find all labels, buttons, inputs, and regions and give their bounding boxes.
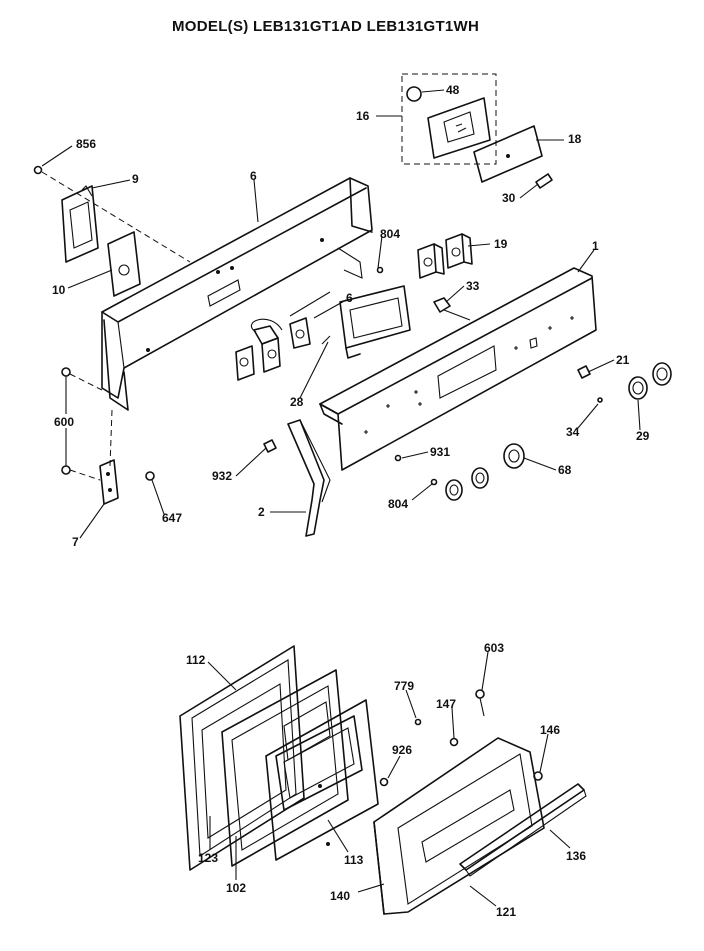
callout-147: 147 xyxy=(436,697,456,711)
door-panel-113 xyxy=(265,699,379,861)
callout-21: 21 xyxy=(616,353,630,367)
callout-6-backguard: 6 xyxy=(250,169,257,183)
side-bracket xyxy=(61,185,99,263)
callout-6-switches: 6 xyxy=(346,291,353,305)
callout-146: 146 xyxy=(540,723,560,737)
knob-30 xyxy=(535,173,553,189)
part-33 xyxy=(433,297,471,321)
callout-926: 926 xyxy=(392,743,412,757)
burner-knobs xyxy=(445,362,672,501)
callout-804-lower: 804 xyxy=(388,497,408,511)
callout-647: 647 xyxy=(162,511,182,525)
control-panel xyxy=(319,267,597,471)
callout-33: 33 xyxy=(466,279,480,293)
door-front-121 xyxy=(373,737,545,915)
screw-804-upper xyxy=(376,266,384,274)
callout-779: 779 xyxy=(394,679,414,693)
callout-34: 34 xyxy=(566,425,580,439)
callout-9: 9 xyxy=(132,172,139,186)
callout-136: 136 xyxy=(566,849,586,863)
callout-48: 48 xyxy=(446,83,460,97)
bracket-7 xyxy=(99,459,119,505)
end-trim xyxy=(287,419,331,537)
callout-603: 603 xyxy=(484,641,504,655)
callout-7: 7 xyxy=(72,535,79,549)
callout-16: 16 xyxy=(356,109,370,123)
callout-931: 931 xyxy=(430,445,450,459)
callout-123: 123 xyxy=(198,851,218,865)
callout-121: 121 xyxy=(496,905,516,919)
callout-113: 113 xyxy=(344,853,364,867)
callout-19: 19 xyxy=(494,237,508,251)
clock-module-group xyxy=(401,73,497,165)
callout-856: 856 xyxy=(76,137,96,151)
door-handle-136 xyxy=(459,783,587,877)
backguard-panel xyxy=(101,177,373,411)
callout-18: 18 xyxy=(568,132,582,146)
callout-600: 600 xyxy=(54,415,74,429)
leader-lines xyxy=(41,89,641,907)
callout-102: 102 xyxy=(226,881,246,895)
frame-28 xyxy=(321,285,411,359)
infinite-switches xyxy=(417,233,473,279)
callout-112: 112 xyxy=(186,653,206,667)
callout-labels: 856 9 6 10 16 48 18 30 804 19 1 33 6 28 … xyxy=(52,83,650,919)
bracket-plate xyxy=(107,231,141,297)
callout-28: 28 xyxy=(290,395,304,409)
screw-856 xyxy=(33,165,191,263)
small-screws xyxy=(61,367,603,486)
insulation-102 xyxy=(221,669,349,867)
door-screws xyxy=(379,689,543,787)
diagram-title: MODEL(S) LEB131GT1AD LEB131GT1WH xyxy=(172,18,480,35)
callout-804-upper: 804 xyxy=(380,227,400,241)
callout-29: 29 xyxy=(636,429,650,443)
callout-30: 30 xyxy=(502,191,516,205)
switch-cluster xyxy=(235,291,331,381)
callout-10: 10 xyxy=(52,283,66,297)
callout-932: 932 xyxy=(212,469,232,483)
callout-2: 2 xyxy=(258,505,265,519)
callout-140: 140 xyxy=(330,889,350,903)
clock-lens xyxy=(473,125,543,183)
callout-1: 1 xyxy=(592,239,599,253)
door-frame-112 xyxy=(179,645,305,871)
callout-68: 68 xyxy=(558,463,572,477)
